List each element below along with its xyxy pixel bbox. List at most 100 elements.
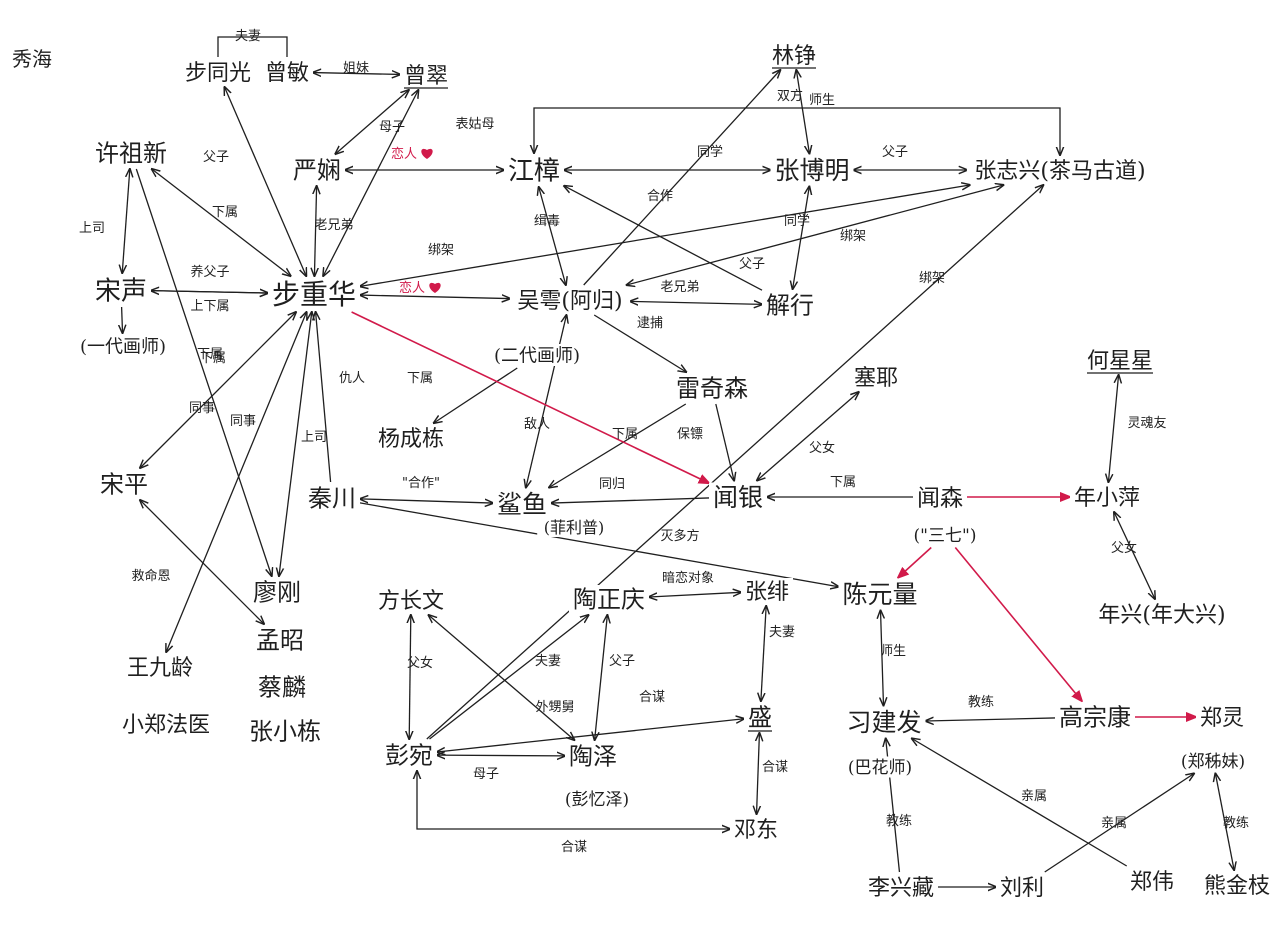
nodes-layer: 步同光曾敏曾翠许祖新严娴江樟林铮张博明张志兴(茶马古道)宋声(一代画师)步重华吴… [73,42,1274,901]
edge-line [122,169,130,273]
node-backdrop [1200,872,1274,898]
edge-line [359,502,839,587]
edge-label: 同学 [784,213,810,229]
edge-label: 母子 [473,767,499,782]
edge-label: 上下属 [190,299,229,314]
edge-label: 养父子 [190,264,229,280]
edge-line [564,186,763,291]
node-backdrop [838,579,922,609]
node-backdrop [730,816,782,842]
heart-icon [429,282,441,293]
edge-label: 亲属 [1021,789,1047,804]
node-taoze: 陶泽 [569,743,617,771]
node-wangjiuling: 王九龄 [127,656,193,681]
edge-label: 合作 [647,189,673,204]
edge-line [1044,774,1194,873]
edge-line [437,719,744,752]
edge-line [150,291,268,293]
edge-line [627,185,1004,285]
edge-line [796,70,809,154]
node-backdrop [304,484,360,512]
edge-label: 下属 [200,351,226,366]
edge-label: 教练 [886,813,912,829]
node-backdrop [1083,347,1157,373]
edge-line [549,403,687,488]
node-backdrop [966,157,1154,183]
edge-line [351,311,709,483]
edge-label: 父子 [882,145,908,160]
edge-line [649,592,741,597]
node-buchonghua: 步重华 [272,278,356,311]
edge-line [122,306,123,333]
edge-line [898,546,932,578]
node-songsheng: 宋声 [95,276,147,306]
node-backdrop [91,139,171,167]
edges-layer [122,36,1234,887]
node-backdrop [254,673,310,701]
node-wuyu: 吴雩(阿归) [517,289,622,314]
node-backdrop [504,155,564,185]
node-backdrop [96,470,152,498]
node-backdrop [73,335,173,357]
node-wenyin: 闻银 [713,483,763,512]
node-backdrop [672,374,752,402]
node-xijianfa: 习建发 [846,708,921,737]
node-leiqisen: 雷奇森 [676,375,748,403]
edge-line [316,312,332,483]
node-lixingcang: 李兴藏 [868,876,934,901]
edge-label: 表姑母 [455,117,494,132]
edge-line [409,615,411,739]
node-backdrop [913,483,967,511]
node-sanqi: ("三七") [914,526,977,546]
edge-label: 下属 [830,475,856,490]
node-backdrop [762,291,818,319]
edge-label: 父女 [809,440,835,456]
edge-label: 保镖 [677,426,703,442]
node-yidaihuashi: (一代画师) [80,336,166,357]
edge-line [539,187,566,285]
node-backdrop [864,874,938,900]
node-shayu_sub: (菲利普) [544,518,605,537]
node-chenyuanliang: 陈元量 [842,580,917,609]
edge-label: 恋人 [391,146,417,162]
node-backdrop [400,62,452,88]
edge-label: 缉毒 [534,214,560,229]
edge-line [152,169,291,276]
edge-label: 父子 [203,150,229,165]
edge-label: 敌人 [524,417,550,432]
edge-line [437,755,565,756]
edge-label: 逮捕 [637,315,663,331]
edge-line [1114,512,1155,599]
edge-label: 夫妻 [235,29,261,44]
edge-label: 上司 [79,221,105,236]
node-liuhe: 刘利 [1000,876,1044,901]
node-zhangxiaodong: 张小栋 [249,718,321,746]
node-zengcui: 曾翠 [404,64,448,89]
edge-line [526,315,567,488]
node-wensen: 闻森 [917,485,963,511]
edge-label: 同事 [230,414,256,429]
node-linzheng: 林铮 [772,44,816,69]
edge-labels-layer: 夫妻姐妹母子父子表姑母恋人下属老兄弟上司绑架养父子上下属恋人师生同学父子合作同学… [79,29,1249,855]
node-songping: 宋平 [100,471,148,499]
edge-label: "合作" [402,476,440,491]
edge-line [583,70,781,286]
node-backdrop [1070,484,1144,510]
node-yanxian: 严娴 [293,157,341,185]
edge-line [593,314,686,372]
node-backdrop [558,788,636,810]
node-dengdong: 邓东 [734,818,778,843]
edge-label: 合谋 [639,690,665,705]
node-backdrop [487,344,587,366]
node-xuzuxin: 许祖新 [95,140,167,168]
edge-line [429,615,575,740]
edge-label: 夫妻 [535,654,561,669]
node-backdrop [768,42,820,68]
node-backdrop [1174,750,1252,772]
node-backdrop [741,578,793,604]
edge-line [761,606,766,701]
heart-icon [421,148,433,159]
edge-line [313,73,400,75]
node-backdrop [1196,704,1248,730]
edge-label: 夫妻 [769,625,795,640]
